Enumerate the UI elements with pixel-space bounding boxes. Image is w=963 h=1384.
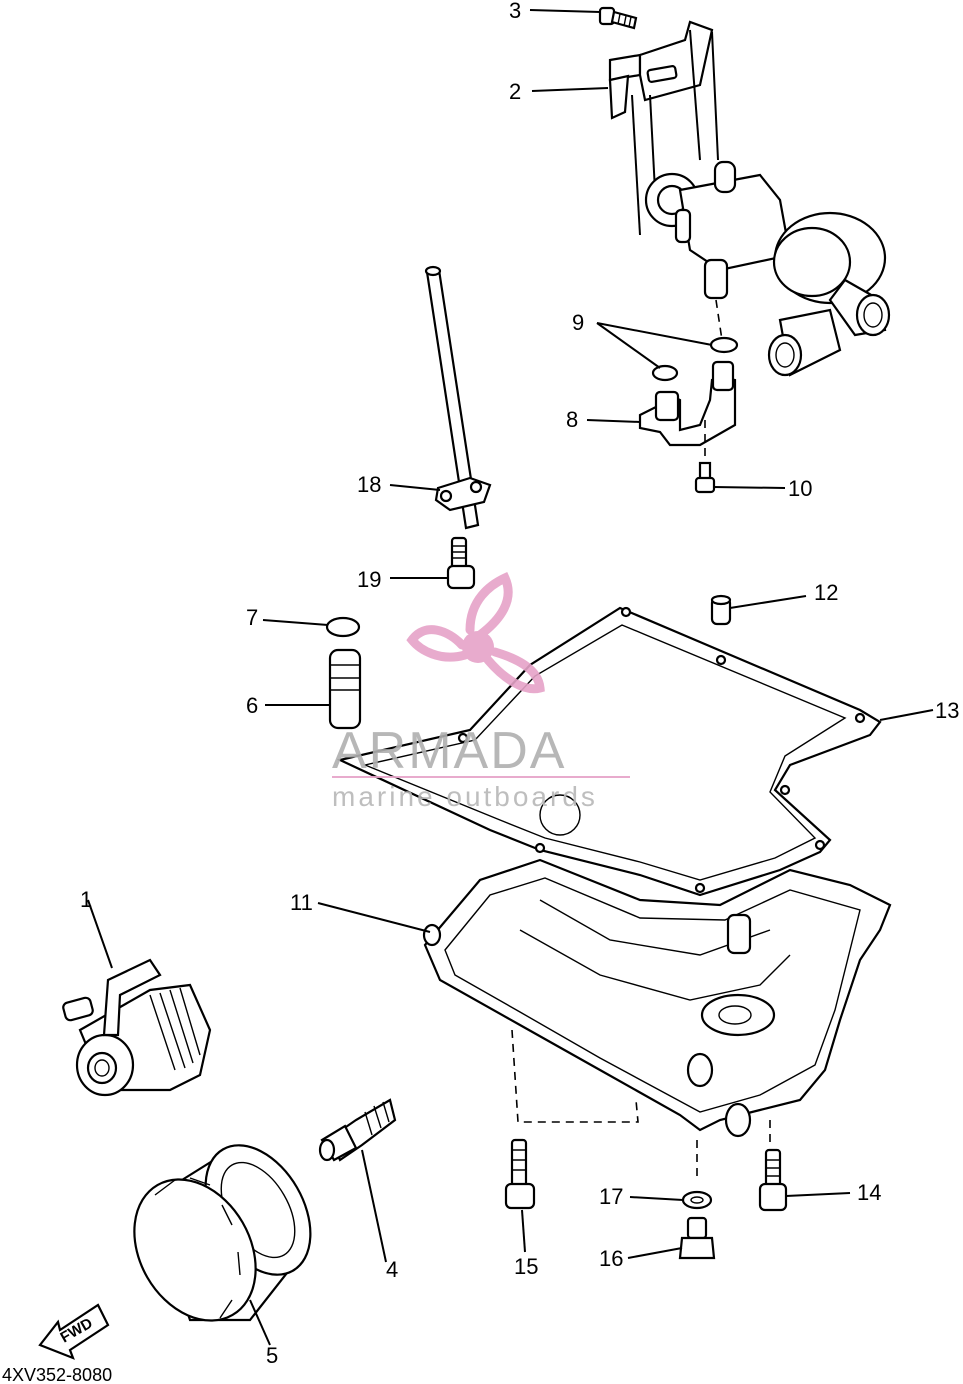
- bolt-part-3: [598, 6, 638, 30]
- callout-3: 3: [509, 0, 521, 23]
- oil-filter-part-5: [133, 1144, 312, 1322]
- o-ring-part-7: [325, 616, 361, 638]
- oil-cooler-part-1: [62, 958, 212, 1097]
- propeller-logo-icon: [406, 571, 545, 694]
- callout-5: 5: [266, 1343, 278, 1368]
- washer-part-17: [681, 1190, 713, 1210]
- callout-11: 11: [290, 890, 313, 915]
- callout-18: 18: [357, 472, 381, 497]
- callout-8: 8: [566, 407, 578, 432]
- watermark-brand: ARMADA: [332, 722, 566, 780]
- callout-10: 10: [788, 476, 812, 501]
- pipe-part-8: [638, 360, 737, 460]
- drain-bolt-part-16: [678, 1216, 716, 1260]
- union-bolt-part-4: [318, 1098, 397, 1162]
- bolt-part-14: [758, 1148, 788, 1212]
- armada-watermark: ARMADA marine outboards: [332, 571, 630, 812]
- strainer-pipe-part-18: [424, 265, 492, 530]
- bolt-part-10: [694, 461, 716, 494]
- callout-1: 1: [80, 887, 92, 912]
- callout-16: 16: [599, 1246, 623, 1271]
- callout-6: 6: [246, 693, 258, 718]
- callout-15: 15: [514, 1254, 538, 1279]
- union-bolt-part-19: [446, 536, 476, 590]
- gasket-part-13: [336, 606, 882, 897]
- dowel-part-12: [710, 594, 732, 626]
- callout-labels: 3 2 9 8 10 18 19 7 6 12 13 11 1 4 5 14 1…: [80, 0, 959, 1368]
- oil-pan-part-11: [422, 858, 892, 1180]
- pipe-part-6: [328, 648, 362, 730]
- o-rings-part-9: [651, 336, 739, 382]
- callout-12: 12: [814, 580, 838, 605]
- watermark-tagline: marine outboards: [332, 781, 598, 812]
- leader-lines: [87, 9, 934, 1346]
- bolt-part-15: [504, 1138, 536, 1210]
- callout-7: 7: [246, 605, 258, 630]
- oil-pump-assembly: [608, 20, 891, 377]
- callout-13: 13: [935, 698, 959, 723]
- callout-4: 4: [386, 1257, 398, 1282]
- drawing-code: 4XV352-8080: [2, 1365, 112, 1384]
- callout-14: 14: [857, 1180, 881, 1205]
- callout-2: 2: [509, 79, 521, 104]
- callout-19: 19: [357, 567, 381, 592]
- callout-9: 9: [572, 310, 584, 335]
- fwd-arrow-icon: FWD: [38, 1303, 110, 1360]
- callout-17: 17: [599, 1184, 623, 1209]
